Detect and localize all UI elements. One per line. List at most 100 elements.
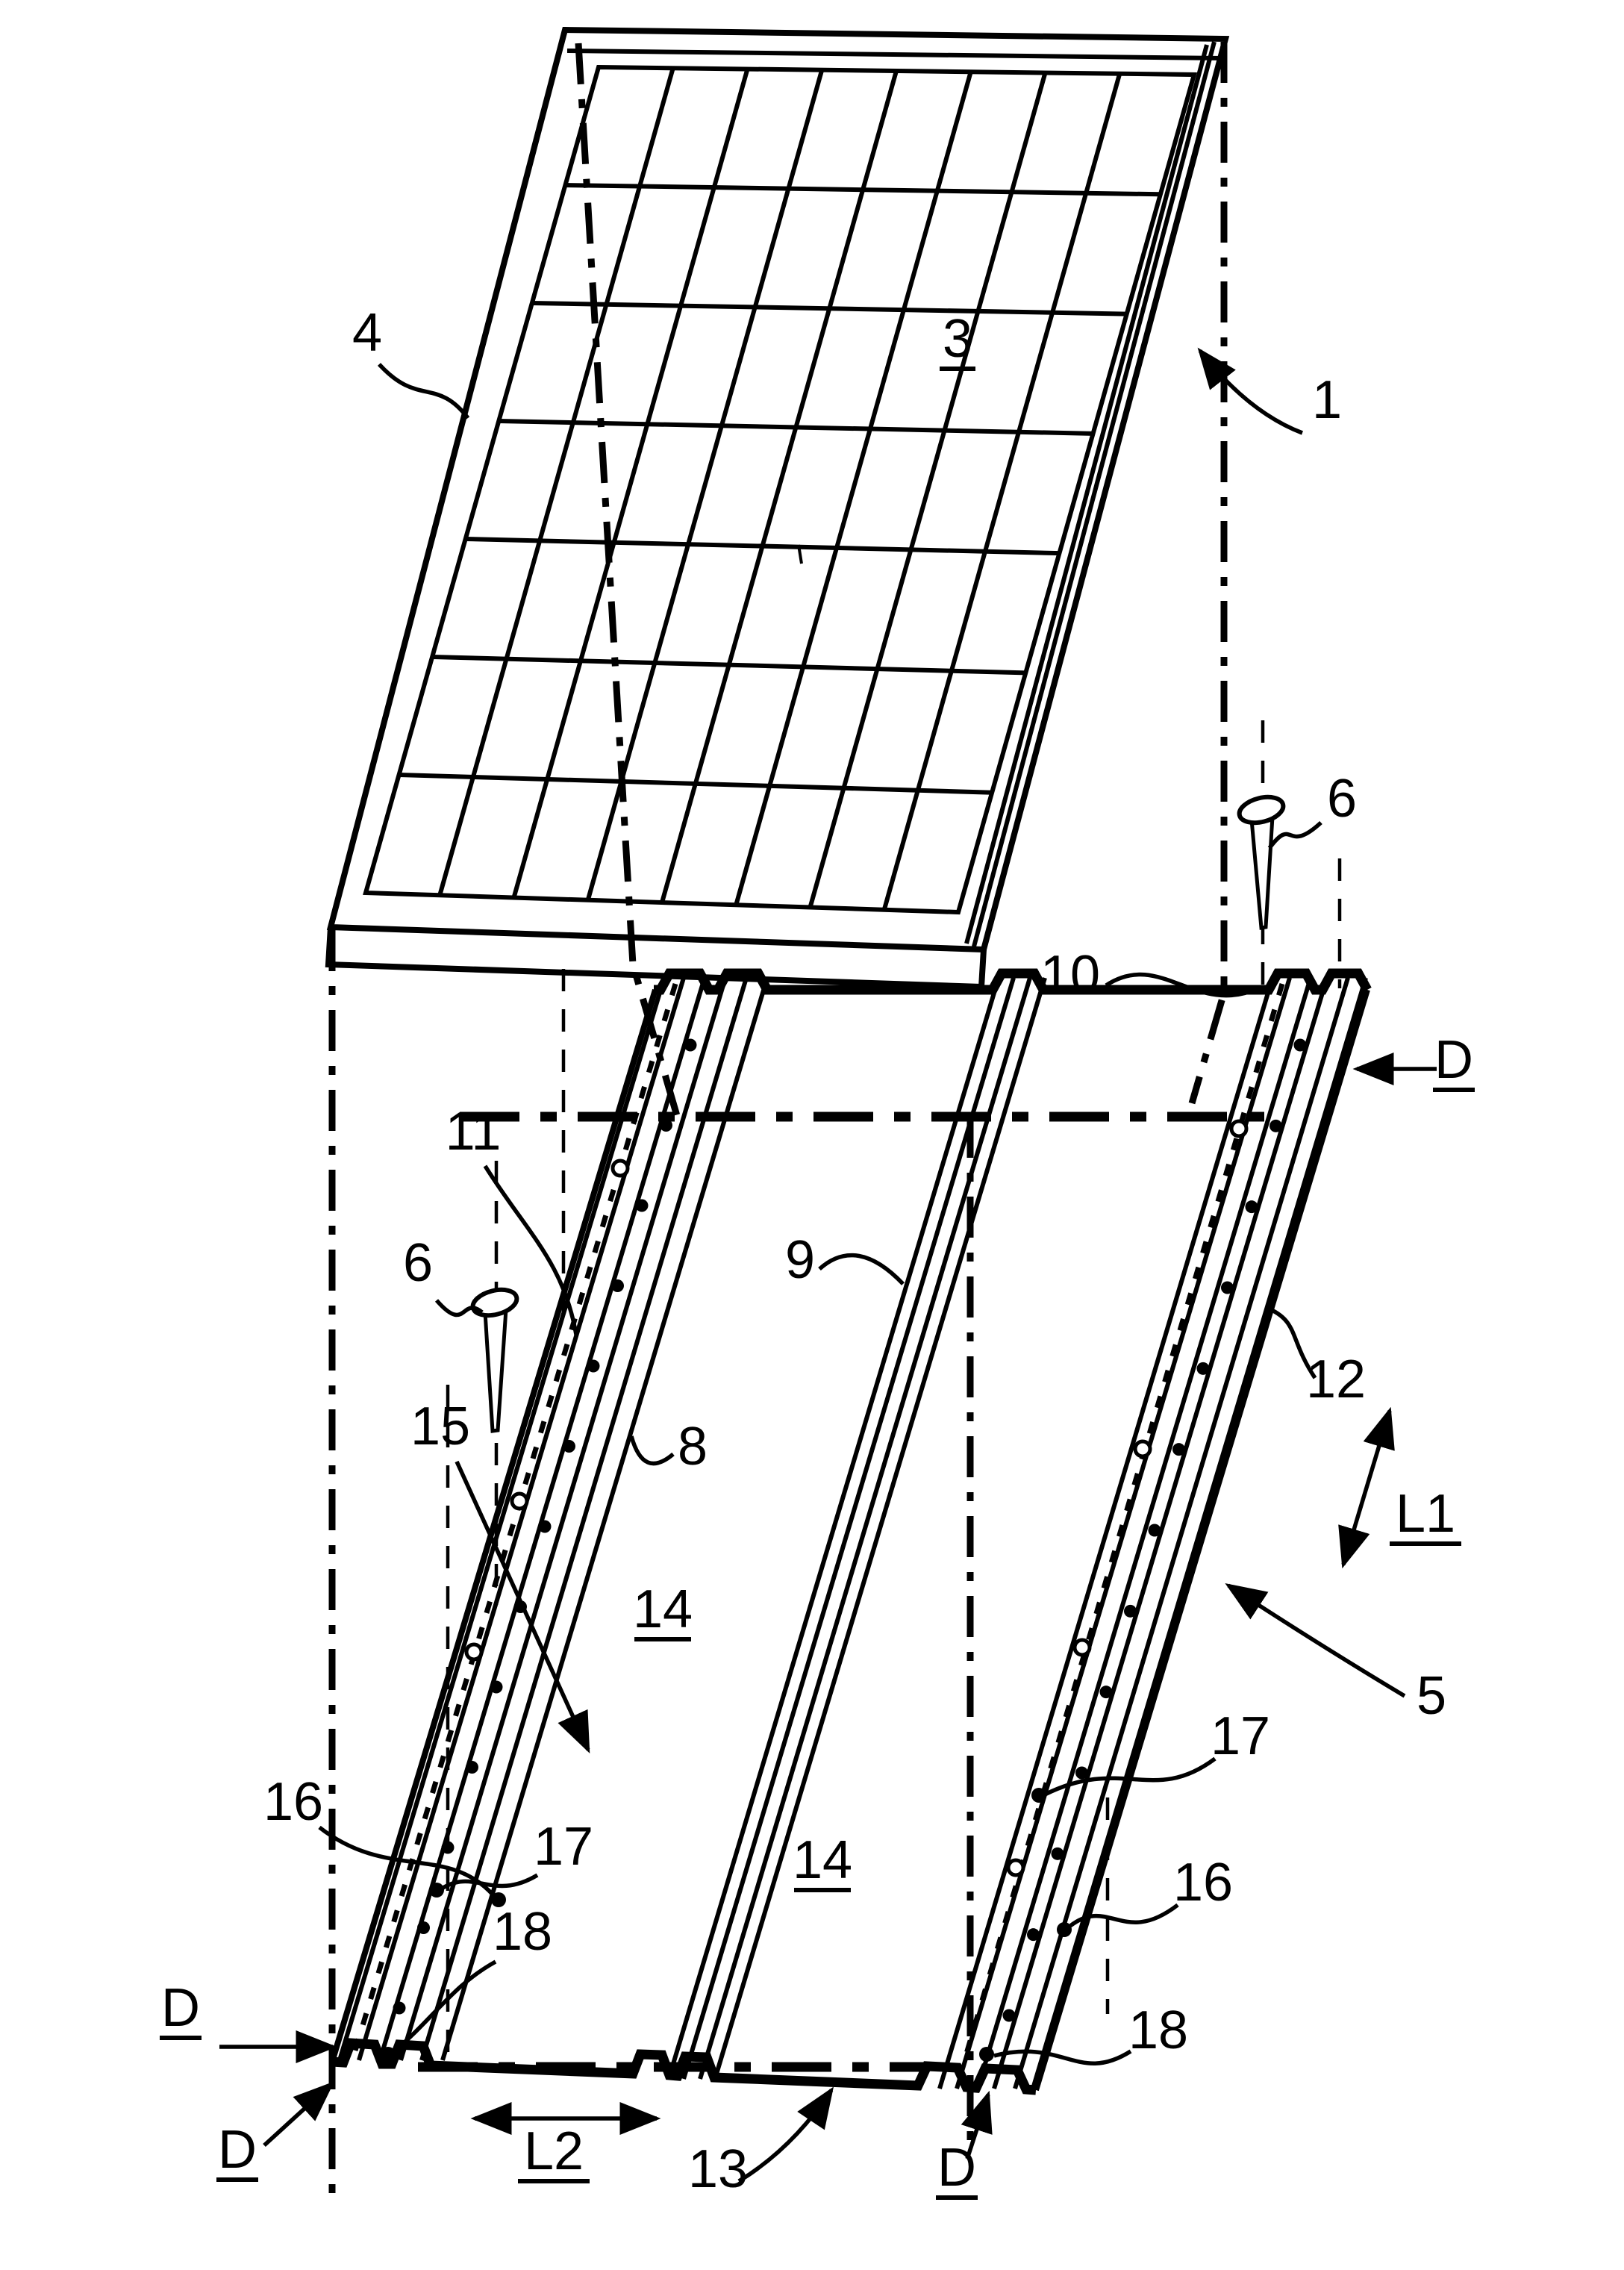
label-sheet-5: 5 bbox=[1417, 1666, 1446, 1726]
leader-18-left bbox=[393, 1959, 497, 2054]
label-18-left: 18 bbox=[493, 1902, 552, 1962]
rail-right-screw-head bbox=[1229, 1119, 1249, 1138]
leader-16-left bbox=[318, 1825, 496, 1898]
rail-right-screw-head bbox=[1133, 1439, 1152, 1459]
leader-arrow-13 bbox=[737, 2086, 834, 2183]
panel-top-frame-line bbox=[566, 49, 1223, 60]
label-dim-l2: L2 bbox=[524, 2121, 584, 2181]
leader-arrow-1 bbox=[1197, 347, 1303, 435]
rail-left-line bbox=[399, 977, 728, 2061]
label-dim-l1: L1 bbox=[1396, 1484, 1455, 1544]
dimension-arrow-l1 bbox=[1338, 1406, 1395, 1569]
label-section-d-left-2: D bbox=[218, 2120, 257, 2180]
section-line-through-panel bbox=[575, 43, 681, 1120]
screw-right-6 bbox=[1237, 794, 1286, 930]
leader-6-left bbox=[434, 1299, 484, 1318]
label-screw-6-left: 6 bbox=[403, 1233, 433, 1293]
rail-middle-line bbox=[698, 977, 1032, 2080]
rail-right-line bbox=[955, 977, 1292, 2089]
label-section-d-bottom: D bbox=[937, 2138, 976, 2198]
rail-right-line bbox=[937, 977, 1275, 2089]
fastener-18-right-dot bbox=[979, 2047, 994, 2062]
rail-left-screw-head bbox=[610, 1159, 630, 1178]
screw-left-body bbox=[483, 1307, 508, 1433]
rail-right-10 bbox=[937, 977, 1368, 2089]
rail-left-line bbox=[357, 977, 686, 2061]
label-17-right: 17 bbox=[1211, 1706, 1270, 1766]
panel-inner-border bbox=[363, 64, 1197, 915]
fastener-17-left-dot bbox=[429, 1883, 444, 1898]
leader-10 bbox=[1105, 972, 1260, 998]
section-lines bbox=[328, 42, 1271, 2204]
leader-17-left bbox=[440, 1873, 539, 1891]
section-line-vertical-right bbox=[1188, 42, 1228, 1105]
rail-right-line bbox=[992, 977, 1329, 2089]
leader-17-right bbox=[1043, 1756, 1217, 1797]
leader-12 bbox=[1269, 1307, 1317, 1379]
rail-right-line bbox=[1031, 977, 1368, 2089]
rail-middle-line bbox=[681, 977, 1016, 2080]
label-13: 13 bbox=[688, 2139, 748, 2199]
fastener-16-right-dot bbox=[1057, 1922, 1072, 1937]
leader-6-right bbox=[1267, 820, 1322, 849]
label-rail-9: 9 bbox=[785, 1230, 815, 1290]
section-arrow-d-left-2 bbox=[263, 2081, 335, 2148]
sheet-bottom-edge bbox=[331, 2038, 1037, 2095]
sheet-right-edge bbox=[1033, 988, 1370, 2092]
fastener-18-left-dot bbox=[381, 2047, 396, 2062]
screw-left-head bbox=[470, 1287, 519, 1318]
panel-center-tick bbox=[797, 544, 803, 564]
label-section-d-right: D bbox=[1434, 1030, 1473, 1090]
rail-middle-line bbox=[713, 977, 1047, 2080]
rail-left-line bbox=[337, 977, 666, 2061]
label-18-right: 18 bbox=[1128, 2001, 1188, 2060]
rail-left-fastening-line bbox=[349, 982, 678, 2062]
label-screw-6-right: 6 bbox=[1327, 769, 1357, 829]
leader-9 bbox=[818, 1253, 905, 1285]
rail-right-line bbox=[1013, 977, 1350, 2089]
panel-right-frame-line-1 bbox=[964, 44, 1209, 944]
rail-right-screw-dots bbox=[1002, 1038, 1307, 2022]
rail-left-line bbox=[440, 977, 769, 2061]
label-rail-10: 10 bbox=[1040, 945, 1100, 1005]
leader-18-right bbox=[993, 2049, 1132, 2065]
rail-right-screw-head bbox=[1006, 1858, 1025, 1877]
panel-cell-grid bbox=[399, 67, 1161, 911]
leader-11 bbox=[483, 1164, 578, 1335]
rail-left-8 bbox=[337, 977, 769, 2062]
label-assembly-1: 1 bbox=[1312, 370, 1342, 430]
label-solar-panel-3: 3 bbox=[943, 309, 972, 369]
label-16-left: 16 bbox=[263, 1772, 323, 1832]
fastener-16-left-dot bbox=[491, 1892, 506, 1907]
label-12: 12 bbox=[1306, 1350, 1366, 1409]
screw-right-body bbox=[1249, 814, 1275, 930]
rail-left-screw-head bbox=[464, 1642, 484, 1662]
section-arrow-d-bottom bbox=[961, 2090, 993, 2160]
label-15: 15 bbox=[410, 1397, 470, 1456]
label-17-left: 17 bbox=[534, 1817, 593, 1877]
label-pan-14-left: 14 bbox=[633, 1580, 693, 1639]
leader-8 bbox=[629, 1435, 675, 1466]
rail-right-line bbox=[975, 977, 1313, 2089]
leader-arrow-15 bbox=[455, 1460, 590, 1754]
sheet-left-edge bbox=[329, 988, 658, 2063]
rail-middle-line bbox=[666, 977, 1001, 2080]
rail-left-line bbox=[378, 977, 707, 2061]
label-16-right: 16 bbox=[1173, 1853, 1233, 1912]
leader-lines bbox=[219, 347, 1437, 2183]
screw-right-head bbox=[1237, 794, 1286, 826]
rail-left-screw-head bbox=[510, 1491, 529, 1511]
label-pan-14-right: 14 bbox=[793, 1830, 852, 1890]
rail-middle-9 bbox=[666, 977, 1047, 2080]
leader-arrow-5 bbox=[1225, 1583, 1406, 1698]
label-frame-4: 4 bbox=[352, 303, 382, 363]
solar-panel bbox=[325, 26, 1230, 991]
rail-right-fastening-line bbox=[954, 983, 1285, 2087]
reference-labels: 1 3 4 5 6 6 8 9 10 11 12 13 14 14 15 16 … bbox=[160, 303, 1475, 2200]
leader-4 bbox=[377, 363, 470, 420]
label-section-d-left-1: D bbox=[161, 1978, 200, 2038]
label-rail-8: 8 bbox=[678, 1417, 708, 1477]
leader-16-right bbox=[1069, 1903, 1179, 1928]
label-11: 11 bbox=[446, 1102, 502, 1161]
labeled-fastener-dots bbox=[381, 1788, 1072, 2062]
